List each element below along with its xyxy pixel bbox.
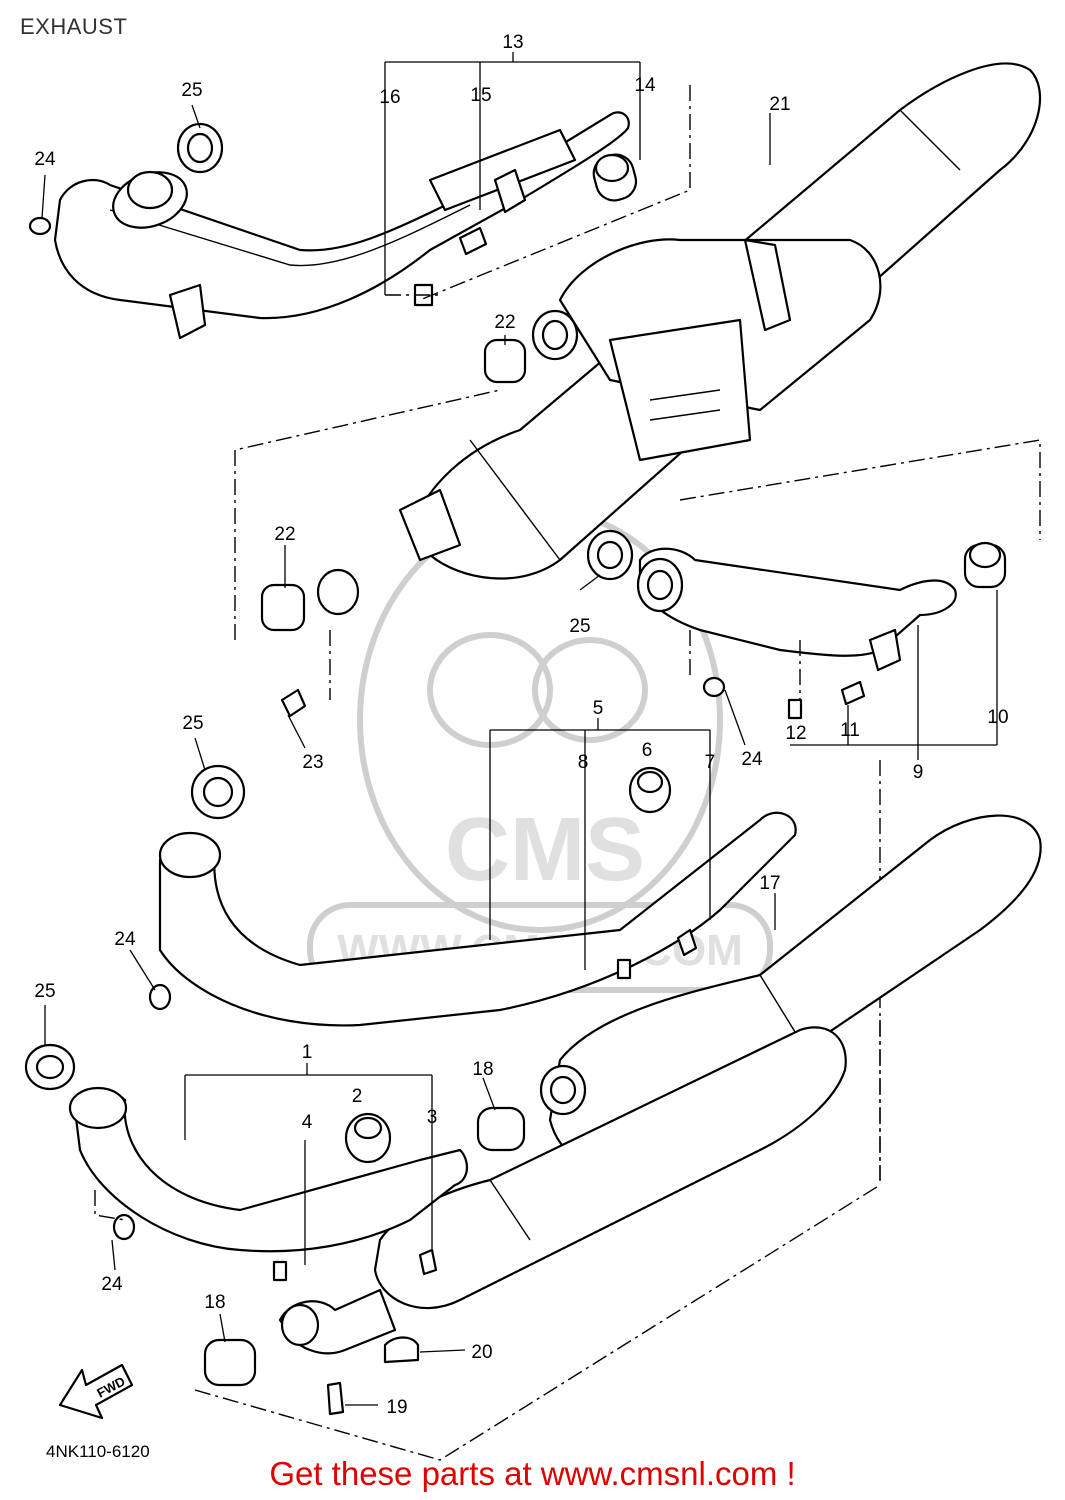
callout-25-d: 25 xyxy=(34,981,55,1002)
muffler-17 xyxy=(194,814,1042,1461)
callout-3: 3 xyxy=(427,1107,438,1128)
bolt-7-icon xyxy=(676,928,698,957)
nut-24-icon xyxy=(148,983,172,1011)
exhaust-pipe-9-assembly xyxy=(586,529,1007,760)
callout-4: 4 xyxy=(302,1112,313,1133)
callout-10: 10 xyxy=(987,707,1008,728)
exhaust-pipe-1-assembly xyxy=(24,1043,468,1282)
watermark-logo: CMS xyxy=(445,800,645,900)
callout-25-c: 25 xyxy=(182,713,203,734)
bolt-11-icon xyxy=(840,680,866,706)
callout-20: 20 xyxy=(471,1342,492,1363)
bolt-12-icon xyxy=(787,698,803,720)
nut-24-icon xyxy=(28,216,52,236)
bolt-3-icon xyxy=(418,1248,438,1276)
bolt-4-icon xyxy=(272,1260,288,1282)
callout-18-a: 18 xyxy=(472,1059,493,1080)
callout-12: 12 xyxy=(785,723,806,744)
callout-8: 8 xyxy=(578,752,589,773)
damper-20-icon xyxy=(383,1336,420,1364)
page-title: EXHAUST xyxy=(20,14,128,39)
heat-shield xyxy=(608,318,752,462)
callout-13: 13 xyxy=(502,32,523,53)
callout-23: 23 xyxy=(302,752,323,773)
callout-19: 19 xyxy=(386,1397,407,1418)
bolt-8-icon xyxy=(616,958,632,980)
callout-bracket-13 xyxy=(384,52,691,301)
collar-18-upper xyxy=(476,1106,526,1152)
collar-22-upper xyxy=(483,338,527,384)
leader-lines xyxy=(41,104,776,1406)
callout-9: 9 xyxy=(913,762,924,783)
bolt-23-icon xyxy=(280,688,307,718)
callout-25-b: 25 xyxy=(569,616,590,637)
callout-15: 15 xyxy=(470,85,491,106)
callout-16: 16 xyxy=(379,87,400,108)
callout-22-a: 22 xyxy=(494,312,515,333)
callout-21: 21 xyxy=(769,94,790,115)
cta-banner-link[interactable]: Get these parts at www.cmsnl.com ! xyxy=(269,1455,796,1492)
muffler-21 xyxy=(234,62,1042,718)
exhaust-pipe-5-assembly xyxy=(148,718,881,1180)
callout-6: 6 xyxy=(642,740,653,761)
callout-24-a: 24 xyxy=(34,149,56,170)
bolt-19-icon xyxy=(326,1381,345,1416)
callout-18-b: 18 xyxy=(204,1292,225,1313)
callout-numbers: 13 16 15 14 25 24 21 22 22 25 23 25 5 8 … xyxy=(34,32,1008,1418)
nut-24-icon xyxy=(702,676,726,698)
callout-11: 11 xyxy=(840,720,860,741)
callout-24-b: 24 xyxy=(741,749,763,770)
collar-18-lower xyxy=(203,1338,257,1387)
callout-14: 14 xyxy=(634,75,656,96)
callout-25-a: 25 xyxy=(181,80,202,101)
callout-17: 17 xyxy=(759,873,780,894)
callout-7: 7 xyxy=(705,752,716,773)
callout-24-c: 24 xyxy=(114,929,136,950)
exhaust-pipe-13-assembly xyxy=(28,111,638,340)
callout-5: 5 xyxy=(593,698,604,719)
callout-2: 2 xyxy=(352,1086,363,1107)
callout-24-d: 24 xyxy=(101,1274,123,1295)
collar-22-lower xyxy=(260,583,306,632)
callout-1: 1 xyxy=(302,1042,313,1063)
nut-24-icon xyxy=(112,1213,136,1241)
forward-arrow-icon: FWD xyxy=(58,1363,134,1420)
callout-22-b: 22 xyxy=(274,524,295,545)
diagram-code: 4NK110-6120 xyxy=(46,1442,150,1461)
